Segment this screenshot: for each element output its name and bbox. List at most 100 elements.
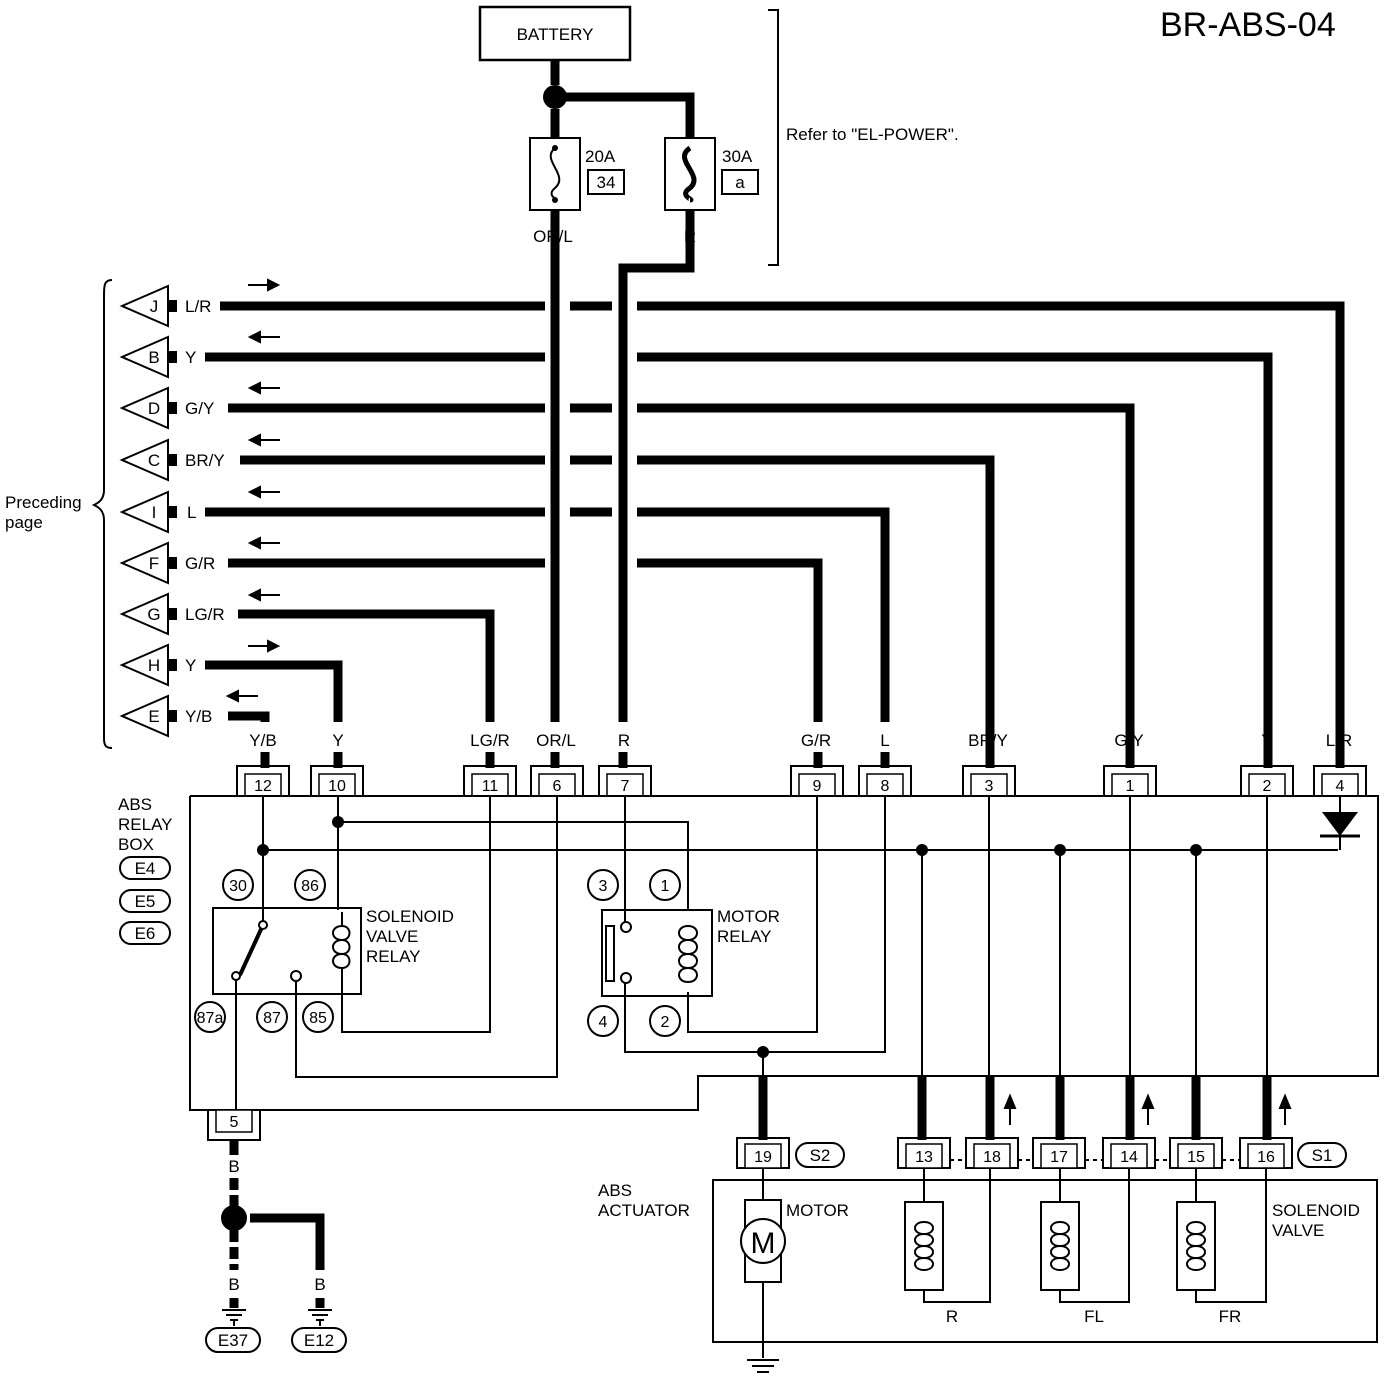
svg-text:14: 14 <box>1120 1149 1138 1166</box>
svg-text:E6: E6 <box>135 924 156 943</box>
svg-text:5: 5 <box>230 1114 239 1131</box>
svg-text:2: 2 <box>1263 778 1272 795</box>
solenoid-relay-label-3: RELAY <box>366 947 421 966</box>
solenoid-relay-terminals: 30 86 87a 87 85 <box>194 869 334 1033</box>
ground-pin-5: 5 <box>207 1109 261 1141</box>
motor-symbol: M <box>740 1168 786 1358</box>
svg-text:BR/Y: BR/Y <box>968 731 1008 750</box>
abs-relay-box <box>189 795 1379 1111</box>
svg-text:17: 17 <box>1050 1149 1068 1166</box>
motor-relay-coil <box>678 925 698 983</box>
svg-text:L: L <box>187 503 196 522</box>
ground-left-wire-label: B <box>228 1275 239 1294</box>
svg-text:F: F <box>149 554 159 573</box>
svg-text:1: 1 <box>661 878 670 895</box>
connector-g: G LG/R <box>119 592 225 636</box>
svg-text:E4: E4 <box>135 859 156 878</box>
ground-icon-right <box>308 1309 332 1326</box>
direction-arrows <box>225 278 281 703</box>
motor-relay-switch <box>605 921 632 984</box>
solenoid-relay-label-1: SOLENOID <box>366 907 454 926</box>
svg-text:C: C <box>148 451 160 470</box>
svg-text:E12: E12 <box>304 1331 334 1350</box>
solenoid-relay-label-2: VALVE <box>366 927 418 946</box>
svg-text:4: 4 <box>1336 778 1345 795</box>
fuse-20a-element <box>549 147 561 201</box>
svg-text:4: 4 <box>599 1014 608 1031</box>
motor-m-label: M <box>751 1227 776 1260</box>
svg-text:10: 10 <box>328 778 346 795</box>
svg-text:Y: Y <box>1261 731 1272 750</box>
fuse-20a-id-box <box>587 169 625 195</box>
svg-text:Y/B: Y/B <box>185 707 212 726</box>
wire-to-30a-fuse <box>565 92 695 138</box>
svg-text:19: 19 <box>754 1149 772 1166</box>
svg-text:3: 3 <box>599 878 608 895</box>
solenoid-relay-switch <box>231 920 302 982</box>
svg-text:LG/R: LG/R <box>185 605 225 624</box>
svg-text:18: 18 <box>983 1149 1001 1166</box>
svg-text:6: 6 <box>553 778 562 795</box>
svg-text:9: 9 <box>813 778 822 795</box>
actuator-pins: 19 13 18 17 14 15 16 <box>736 1137 1293 1169</box>
svg-text:Y: Y <box>185 348 196 367</box>
svg-text:FL: FL <box>1084 1307 1104 1326</box>
svg-text:B: B <box>148 348 159 367</box>
svg-text:Y: Y <box>185 656 196 675</box>
svg-text:86: 86 <box>301 878 319 895</box>
svg-text:2: 2 <box>661 1014 670 1031</box>
actuator-connectors: S2 S1 <box>795 1142 1347 1168</box>
relay-box-label-3: BOX <box>118 835 154 854</box>
actuator-label-2: ACTUATOR <box>598 1201 690 1220</box>
svg-text:E37: E37 <box>218 1331 248 1350</box>
svg-text:Y: Y <box>332 731 343 750</box>
svg-text:S2: S2 <box>810 1146 831 1165</box>
svg-text:L/R: L/R <box>1326 731 1352 750</box>
actuator-label-1: ABS <box>598 1181 632 1200</box>
solenoid-valve-label-1: SOLENOID <box>1272 1201 1360 1220</box>
svg-text:S1: S1 <box>1312 1146 1333 1165</box>
abs-actuator <box>712 1179 1378 1343</box>
svg-text:BR/Y: BR/Y <box>185 451 225 470</box>
svg-text:G/R: G/R <box>185 554 215 573</box>
preceding-bracket <box>91 279 113 749</box>
fuse-30a-id-box <box>721 169 759 195</box>
motor-relay-terminals: 3 1 4 2 <box>587 869 681 1037</box>
svg-text:87: 87 <box>263 1010 281 1027</box>
svg-text:11: 11 <box>482 778 499 795</box>
svg-text:D: D <box>148 399 160 418</box>
motor-relay-label-2: RELAY <box>717 927 772 946</box>
svg-text:G: G <box>147 605 160 624</box>
connector-j: J L/R <box>119 284 211 328</box>
page-title: BR-ABS-04 <box>1160 6 1336 44</box>
connector-b: B Y <box>119 335 196 379</box>
battery-junction <box>543 85 567 109</box>
svg-text:LG/R: LG/R <box>470 731 510 750</box>
motor-label: MOTOR <box>786 1201 849 1220</box>
fuse-20a-id: 34 <box>597 173 616 192</box>
svg-text:30: 30 <box>229 878 247 895</box>
bus-wires <box>205 225 1345 760</box>
el-power-bracket <box>768 9 779 266</box>
connector-i: I L <box>119 490 196 534</box>
svg-text:85: 85 <box>309 1010 327 1027</box>
svg-text:8: 8 <box>881 778 890 795</box>
solenoid-valve-fr: FR <box>1176 1168 1267 1326</box>
relay-box-internal-wiring <box>235 796 1341 1110</box>
fuse-30a-element <box>682 145 697 203</box>
connector-c: C BR/Y <box>119 438 225 482</box>
connector-d: D G/Y <box>119 386 214 430</box>
fuse-30a-rating: 30A <box>722 147 753 166</box>
svg-text:3: 3 <box>985 778 994 795</box>
svg-text:G/R: G/R <box>801 731 831 750</box>
relay-box-label-1: ABS <box>118 795 152 814</box>
ground-icon-left <box>222 1309 246 1326</box>
svg-text:G/Y: G/Y <box>1114 731 1143 750</box>
relay-box-wire-labels: Y/B Y LG/R OR/L R G/R L BR/Y G/Y Y L/R <box>249 731 1352 750</box>
solenoid-valve-r: R <box>904 1168 991 1326</box>
svg-text:16: 16 <box>1257 1149 1275 1166</box>
solenoid-valve-relay <box>212 907 362 995</box>
refer-text: Refer to "EL-POWER". <box>786 125 959 144</box>
svg-text:87a: 87a <box>197 1010 224 1027</box>
